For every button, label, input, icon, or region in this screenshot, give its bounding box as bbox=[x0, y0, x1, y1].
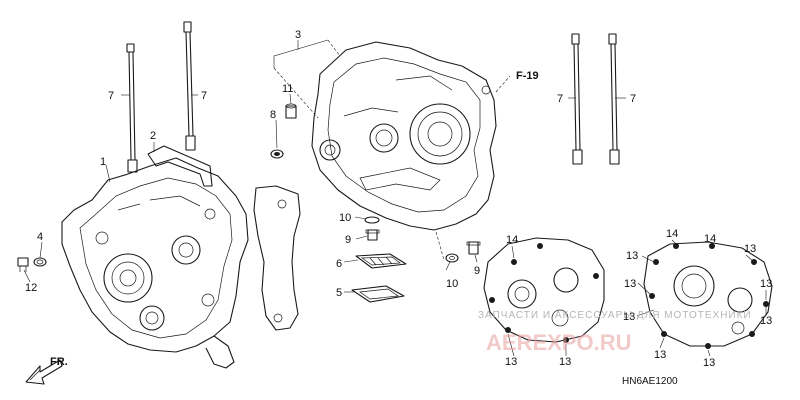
callout-4: 4 bbox=[37, 231, 43, 243]
right-crankcase bbox=[311, 41, 497, 231]
callout-13: 13 bbox=[559, 356, 571, 368]
callout-7: 7 bbox=[201, 90, 207, 102]
stud-bolt-right-1 bbox=[571, 33, 583, 165]
bolt bbox=[17, 257, 29, 272]
callout-13: 13 bbox=[626, 250, 638, 262]
callout-13: 13 bbox=[760, 278, 772, 290]
callout-10: 10 bbox=[339, 212, 351, 224]
callout-13: 13 bbox=[760, 315, 772, 327]
front-label: FR. bbox=[50, 356, 68, 368]
callout-5: 5 bbox=[336, 287, 342, 299]
callout-7: 7 bbox=[557, 93, 563, 105]
callout-13: 13 bbox=[703, 357, 715, 369]
diagram-code: HN6AE1200 bbox=[622, 376, 678, 387]
stud-bolt-left-2 bbox=[183, 21, 196, 151]
plug bbox=[33, 257, 47, 267]
callout-13: 13 bbox=[624, 278, 636, 290]
callout-9: 9 bbox=[474, 265, 480, 277]
drain-washer-right bbox=[445, 253, 459, 263]
stud-bolt-right-2 bbox=[608, 33, 620, 165]
dowel-pin bbox=[285, 103, 297, 119]
crankcase-gasket bbox=[147, 145, 301, 331]
callout-14: 14 bbox=[704, 233, 716, 245]
drain-bolt-right bbox=[466, 241, 481, 255]
callout-2: 2 bbox=[150, 130, 156, 142]
callout-10: 10 bbox=[446, 278, 458, 290]
crankcase-view-right bbox=[643, 241, 773, 349]
callout-11: 11 bbox=[282, 83, 293, 95]
callout-1: 1 bbox=[100, 156, 106, 168]
stud-bolt-left-1 bbox=[126, 43, 138, 173]
leader-lines bbox=[23, 39, 767, 357]
callout-8: 8 bbox=[270, 109, 276, 121]
callout-7: 7 bbox=[108, 90, 114, 102]
front-arrow-icon bbox=[25, 359, 63, 385]
callout-7: 7 bbox=[630, 93, 636, 105]
callout-13: 13 bbox=[744, 243, 756, 255]
crankcase-view-left bbox=[483, 237, 605, 343]
drain-bolt-middle bbox=[365, 229, 380, 241]
drain-washer-middle bbox=[364, 216, 380, 224]
callout-6: 6 bbox=[336, 258, 342, 270]
callout-14: 14 bbox=[506, 234, 518, 246]
left-crankcase bbox=[61, 157, 249, 369]
watermark-text: ЗАПЧАСТИ И АКСЕССУАРЫ ДЛЯ МОТОТЕХНИКИ bbox=[478, 310, 752, 321]
callout-3: 3 bbox=[295, 29, 301, 41]
callout-13: 13 bbox=[623, 311, 635, 323]
oil-seal bbox=[270, 149, 284, 159]
callout-14: 14 bbox=[666, 228, 678, 240]
section-reference: F-19 bbox=[516, 70, 539, 82]
callout-12: 12 bbox=[25, 282, 37, 294]
callout-13: 13 bbox=[505, 356, 517, 368]
oil-strainer-screen-5 bbox=[351, 285, 405, 303]
callout-9: 9 bbox=[345, 234, 351, 246]
callout-13: 13 bbox=[654, 349, 666, 361]
oil-strainer-screen-6 bbox=[355, 253, 407, 269]
watermark-logo: AEREXPO.RU bbox=[486, 330, 631, 355]
